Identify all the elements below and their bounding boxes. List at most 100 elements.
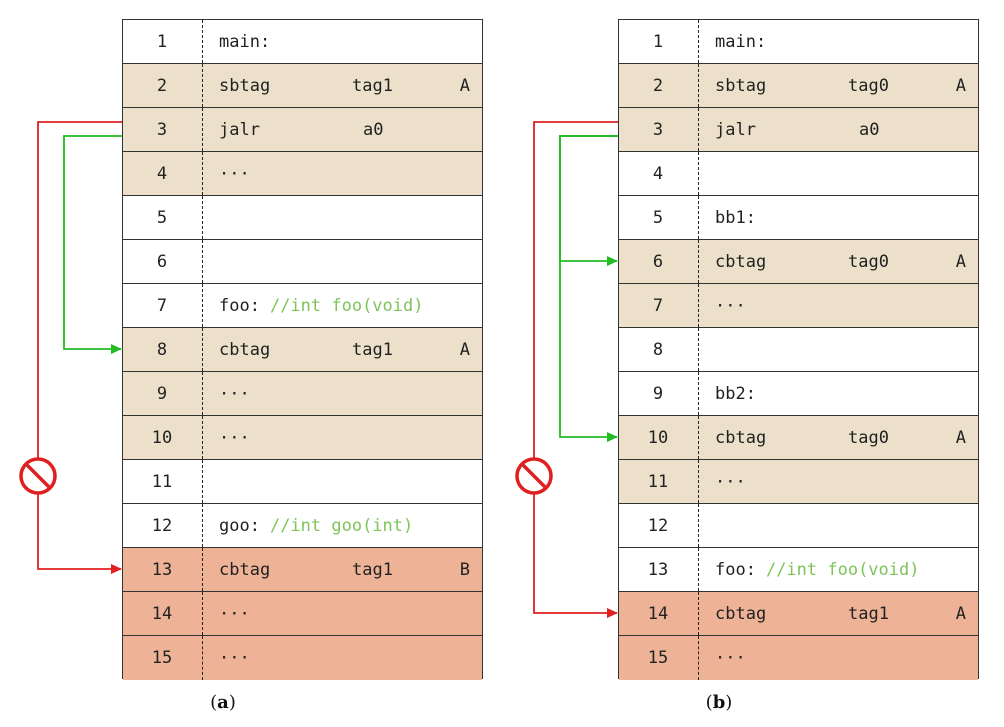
line-number: 2 [156, 75, 168, 96]
line-number: 3 [156, 119, 168, 140]
line-number: 1 [652, 31, 664, 52]
instruction-cell: bb1: [715, 196, 756, 239]
line-number: 7 [652, 295, 664, 316]
line-number: 14 [647, 603, 669, 624]
instruction-cell: ··· [219, 636, 250, 680]
operand: tag1 [848, 603, 889, 624]
instruction-cell: goo://int goo(int) [219, 504, 413, 547]
operand: tag0 [848, 251, 889, 272]
code-comment: //int foo(void) [765, 559, 920, 580]
line-number: 15 [647, 648, 669, 668]
column-divider [202, 460, 203, 503]
no-entry-slash [520, 462, 548, 490]
line-number: 10 [151, 427, 173, 448]
table-row: 8 [619, 328, 978, 372]
opcode: ··· [219, 648, 250, 668]
column-divider [202, 548, 203, 591]
column-divider [698, 372, 699, 415]
arrowhead [607, 256, 618, 266]
column-divider [202, 284, 203, 327]
column-divider [698, 636, 699, 680]
line-number: 1 [156, 31, 168, 52]
column-divider [202, 636, 203, 680]
line-number: 7 [156, 295, 168, 316]
code-comment: //int goo(int) [269, 515, 414, 536]
caption-b: (b) [705, 692, 733, 713]
opcode: ··· [219, 427, 250, 448]
opcode: main: [715, 31, 767, 52]
table-row: 1 main: [619, 20, 978, 64]
line-number: 4 [156, 163, 168, 184]
line-number: 13 [647, 559, 669, 580]
opcode: sbtag [715, 75, 767, 96]
column-divider [698, 108, 699, 151]
instruction-cell: main: [715, 20, 766, 63]
opcode: ··· [715, 648, 746, 668]
opcode: bb1: [715, 207, 756, 228]
opcode: foo: [715, 559, 756, 580]
line-number: 14 [151, 603, 173, 624]
opcode: cbtag [715, 251, 767, 272]
line-number: 12 [647, 515, 669, 536]
allowed-edge [63, 135, 122, 350]
instruction-cell: cbtag [219, 328, 270, 371]
line-number: 4 [652, 163, 664, 184]
table-row: 15··· [123, 636, 482, 680]
tag-class: A [459, 339, 470, 360]
column-divider [698, 284, 699, 327]
operand: a0 [859, 119, 880, 140]
instruction-cell: ··· [715, 284, 746, 327]
caption-a: (a) [210, 692, 236, 713]
table-row: 4 [619, 152, 978, 196]
column-divider [202, 152, 203, 195]
instruction-cell: ··· [715, 460, 746, 503]
line-number: 2 [652, 75, 664, 96]
column-divider [698, 152, 699, 195]
column-divider [698, 240, 699, 283]
line-number: 6 [652, 251, 664, 272]
allowed-edge [559, 135, 618, 438]
table-row: 6 [123, 240, 482, 284]
opcode: ··· [219, 383, 250, 404]
instruction-cell: foo://int foo(void) [219, 284, 423, 327]
opcode: cbtag [219, 559, 271, 580]
column-divider [698, 64, 699, 107]
arrowhead [111, 344, 122, 354]
column-divider [202, 416, 203, 459]
instruction-cell: ··· [219, 372, 250, 415]
table-row: 6 cbtag tag0 A [619, 240, 978, 284]
tag-class: A [955, 75, 966, 96]
opcode: foo: [219, 295, 260, 316]
column-divider [698, 460, 699, 503]
opcode: cbtag [715, 603, 767, 624]
opcode: sbtag [219, 75, 271, 96]
column-divider [202, 592, 203, 635]
opcode: ··· [715, 471, 746, 492]
instruction-cell: ··· [219, 592, 250, 635]
column-divider [202, 504, 203, 547]
no-entry-slash [24, 462, 52, 490]
table-row: 11 [123, 460, 482, 504]
line-number: 5 [156, 207, 168, 228]
instruction-cell: jalr [219, 108, 260, 151]
operand: tag0 [848, 427, 889, 448]
line-number: 6 [156, 251, 168, 272]
table-row: 14 ··· [123, 592, 482, 636]
instruction-cell: jalr [715, 108, 756, 151]
no-entry-icon [515, 457, 553, 495]
tag-class: A [459, 75, 470, 96]
opcode: cbtag [715, 427, 767, 448]
instruction-cell: cbtag [219, 548, 270, 591]
operand: tag1 [352, 559, 393, 580]
instruction-cell: cbtag [715, 240, 766, 283]
tag-class: A [955, 251, 966, 272]
instruction-cell: sbtag [715, 64, 766, 107]
line-number: 11 [151, 471, 173, 492]
